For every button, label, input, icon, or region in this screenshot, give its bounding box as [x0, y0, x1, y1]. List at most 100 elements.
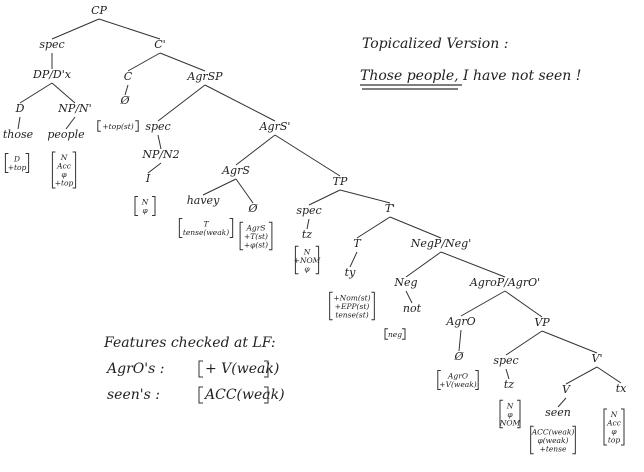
left-bracket: [437, 370, 441, 390]
node-label: ty: [345, 266, 356, 279]
tree-edge-cp-cbar: [98, 18, 161, 40]
tree-edge-dp-d: [19, 82, 53, 104]
tree-node-not: not: [403, 302, 422, 315]
tree-edge-vp-spec_vp: [505, 330, 543, 356]
left-bracket: [294, 245, 299, 275]
feature-line: +top(st): [102, 122, 133, 131]
tree-node-seen_feat: ACC(weak)φ(weak)+tense: [530, 425, 576, 455]
node-label: CP: [91, 4, 107, 17]
node-label: tx: [616, 382, 627, 395]
feature-line: D: [13, 155, 20, 164]
right-bracket: [315, 245, 320, 275]
node-label: AgrS': [259, 120, 291, 133]
node-label: NP/N': [57, 102, 91, 115]
tree-edge-tbar-t: [356, 216, 391, 239]
node-label: V': [592, 352, 603, 365]
tree-edge-agrsp-agrsbar: [204, 84, 276, 122]
feature-line: AgrS: [246, 223, 266, 232]
feature-line: φ: [304, 264, 310, 273]
tree-node-those_feat: D+top: [4, 153, 30, 173]
node-label: Ø: [453, 350, 464, 363]
right-bracket: [229, 218, 234, 238]
tree-node-v: V: [562, 383, 571, 396]
left-bracket: [51, 151, 56, 189]
tree-node-havey: havey: [187, 194, 220, 207]
node-label: AgrSP: [186, 70, 223, 83]
node-label: VP: [534, 316, 550, 329]
feature-row-label: AgrO's :: [105, 361, 164, 377]
topicalized-note: Topicalized Version :Those people, I hav…: [360, 36, 581, 90]
tree-edge-tp-tbar: [339, 189, 391, 204]
tree-node-those: those: [3, 128, 34, 141]
tree-node-agrsp: AgrSP: [186, 70, 223, 83]
tree-node-agrs_null_feat: AgrS+T(st)+φ(st): [239, 221, 273, 251]
right-bracket: [475, 370, 479, 390]
feature-line: +top: [8, 163, 27, 172]
node-label: TP: [333, 175, 348, 188]
node-label: tz: [504, 378, 514, 391]
tree-node-i_pron: I: [145, 172, 151, 185]
tree-edge-agrs-agrs_null: [235, 178, 254, 204]
node-label: Neg: [393, 276, 417, 289]
tree-node-c_feat: +top(st): [97, 120, 139, 132]
tree-node-not_feat: neg: [384, 328, 406, 340]
node-label: T: [353, 237, 362, 250]
right-bracket: [402, 328, 406, 340]
topicalized-heading: Topicalized Version :: [362, 36, 508, 52]
node-label: spec: [39, 38, 64, 51]
tree-edge-neg-not: [405, 290, 413, 304]
tree-edge-dp-np: [51, 82, 76, 104]
tree-edge-cbar-agrsp: [159, 52, 206, 72]
feature-line: Acc: [56, 162, 72, 171]
tree-edge-negp-agrop: [440, 251, 506, 278]
left-bracket: [499, 399, 503, 429]
right-bracket: [264, 386, 269, 404]
tree-node-agrsbar: AgrS': [259, 120, 291, 133]
feature-line: +top: [55, 179, 74, 188]
feature-line: +Nom(st): [333, 293, 370, 302]
tree-node-tz2: tz: [504, 378, 514, 391]
tree-node-c_null: Ø: [119, 94, 130, 107]
left-bracket: [178, 218, 183, 238]
right-bracket: [135, 120, 139, 132]
tree-edge-agrs-havey: [202, 178, 237, 196]
tree-node-agrs_null: Ø: [247, 202, 258, 215]
feature-line: +φ(st): [244, 240, 268, 249]
tree-node-np2: NP/N2: [141, 148, 179, 161]
left-bracket: [239, 221, 244, 251]
node-label: Ø: [247, 202, 258, 215]
left-bracket: [4, 153, 9, 173]
feature-line: N: [141, 198, 149, 207]
node-label: havey: [187, 194, 220, 207]
tree-edge-v-seen: [557, 397, 567, 408]
tree-edge-spec_vp-tz2: [505, 368, 510, 380]
tree-edge-agro-agro_null: [458, 329, 462, 352]
feature-line: N: [506, 401, 514, 410]
right-bracket: [517, 399, 521, 429]
node-label: seen: [545, 406, 571, 419]
features-note: Features checked at LF:AgrO's :+ V(weak)…: [103, 335, 285, 404]
feature-row-value: ACC(weak): [203, 387, 285, 403]
node-label: NP/N2: [141, 148, 179, 161]
tree-node-spec_vp: spec: [493, 354, 518, 367]
node-label: C: [124, 70, 133, 83]
node-label: spec: [296, 204, 321, 217]
node-label: tz: [302, 228, 312, 241]
tree-node-tp: TP: [333, 175, 348, 188]
tree-edge-np2-i_pron: [147, 162, 162, 174]
tree-node-agro_null: Ø: [453, 350, 464, 363]
tree-node-vp: VP: [534, 316, 550, 329]
left-bracket: [198, 360, 203, 378]
right-bracket: [152, 196, 156, 216]
tree-node-agrs: AgrS: [221, 164, 250, 177]
tree-edge-agrop-agro: [460, 290, 506, 317]
right-bracket: [621, 408, 625, 446]
tree-edge-t-ty: [349, 251, 358, 268]
tree-edge-spec_agrs-np2: [157, 134, 162, 150]
node-label: Ø: [119, 94, 130, 107]
tree-node-i_feat: Nφ: [134, 196, 156, 216]
right-bracket: [25, 153, 30, 173]
node-label: V: [562, 383, 571, 396]
